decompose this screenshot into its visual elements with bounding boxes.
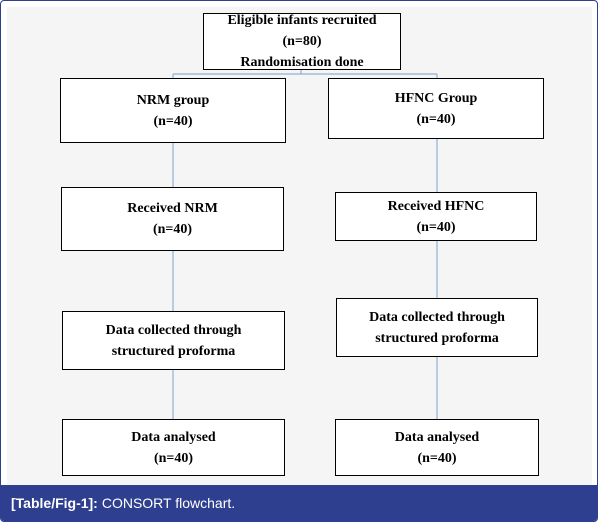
- hfnc-received-count: (n=40): [416, 219, 456, 235]
- hfnc-analysed-box: Data analysed (n=40): [335, 419, 539, 476]
- hfnc-analysed-count: (n=40): [417, 450, 457, 466]
- hfnc-received-label: Received HFNC: [387, 198, 485, 214]
- nrm-analysed-box: Data analysed (n=40): [62, 419, 285, 476]
- enrolment-count: (n=80): [282, 34, 322, 49]
- enrolment-title: Eligible infants recruited: [227, 13, 377, 28]
- nrm-group-count: (n=40): [153, 113, 193, 129]
- hfnc-analysed-label: Data analysed: [394, 429, 480, 445]
- hfnc-data-collected-line1: Data collected through: [369, 309, 505, 325]
- hfnc-data-collected-box: Data collected through structured profor…: [336, 298, 538, 357]
- nrm-data-collected-box: Data collected through structured profor…: [62, 311, 285, 370]
- nrm-received-count: (n=40): [152, 222, 193, 237]
- hfnc-data-collected-line2: structured proforma: [375, 330, 499, 346]
- hfnc-group-box: HFNC Group (n=40): [328, 78, 544, 139]
- nrm-analysed-label: Data analysed: [131, 429, 216, 445]
- hfnc-received-box: Received HFNC (n=40): [335, 192, 537, 241]
- nrm-group-label: NRM group: [136, 92, 210, 108]
- enrolment-randomisation: Randomisation done: [240, 55, 364, 70]
- figure-caption-bar: [Table/Fig-1]: CONSORT flowchart.: [1, 485, 597, 521]
- nrm-data-collected-line2: structured proforma: [111, 343, 236, 359]
- nrm-group-box: NRM group (n=40): [60, 78, 286, 143]
- figure-caption-text: CONSORT flowchart.: [101, 495, 236, 511]
- hfnc-group-count: (n=40): [416, 111, 456, 127]
- nrm-received-box: Received NRM (n=40): [61, 187, 284, 251]
- nrm-received-label: Received NRM: [127, 201, 218, 216]
- figure-caption-label: [Table/Fig-1]:: [11, 495, 98, 511]
- hfnc-group-label: HFNC Group: [394, 90, 478, 106]
- nrm-analysed-count: (n=40): [153, 450, 194, 466]
- enrolment-box: Eligible infants recruited (n=80) Random…: [203, 13, 401, 70]
- nrm-data-collected-line1: Data collected through: [105, 322, 242, 338]
